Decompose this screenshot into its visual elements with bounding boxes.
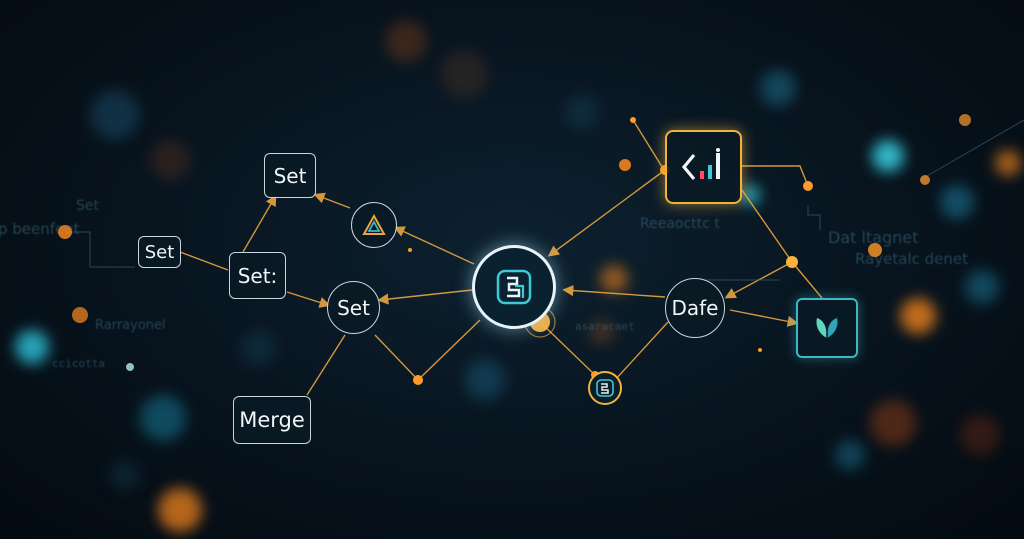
- connector-line: [374, 334, 419, 381]
- connector-line: [562, 285, 666, 298]
- junction-dot: [868, 243, 882, 257]
- connector-line: [742, 165, 809, 187]
- dafe-node[interactable]: Dafe: [665, 278, 725, 338]
- small-logo-icon: [596, 379, 614, 397]
- junction-dot: [408, 248, 412, 252]
- connector-line: [741, 189, 793, 263]
- junction-dot: [803, 181, 813, 191]
- connector-line: [377, 289, 473, 305]
- junction-dot: [58, 225, 72, 239]
- set-node-label: Set: [273, 163, 307, 188]
- connector-line: [791, 261, 823, 299]
- connector-line: [632, 119, 665, 171]
- set-node-left[interactable]: Set: [138, 236, 181, 268]
- junction-dot: [920, 175, 930, 185]
- background-line: [919, 119, 1024, 181]
- junction-dot: [786, 256, 798, 268]
- background-label: ccicotta: [52, 357, 105, 370]
- connector-line: [179, 251, 229, 271]
- set-node-center[interactable]: Set: [327, 281, 380, 334]
- junction-dot: [959, 114, 971, 126]
- background-label: asaracaet: [575, 320, 635, 333]
- junction-dot: [758, 348, 762, 352]
- background-line: [65, 231, 135, 268]
- set-node-top[interactable]: Set: [264, 153, 316, 198]
- code-chart-icon: [681, 148, 720, 181]
- junction-dot: [619, 159, 631, 171]
- connector-line: [614, 321, 669, 381]
- leaf-node[interactable]: [796, 298, 858, 358]
- triangle-node[interactable]: [351, 202, 397, 248]
- set-node-label: Set: [144, 241, 175, 263]
- background-label: Rayetalc denet: [855, 250, 969, 268]
- junction-dot: [630, 117, 636, 123]
- connector-line: [539, 321, 596, 376]
- background-label: Rarrayonel: [95, 318, 166, 333]
- connector-line: [729, 309, 799, 327]
- connector-line: [313, 192, 351, 209]
- triangle-logo-icon: [362, 214, 386, 235]
- background-line: [807, 205, 821, 230]
- leaf-logo-icon: [816, 318, 838, 338]
- connector-line: [417, 319, 481, 381]
- background-label: Reeaocttc t: [640, 216, 720, 232]
- junction-dot: [413, 375, 423, 385]
- background-label: Dat ltagnet: [828, 228, 919, 247]
- small-logo-node[interactable]: [588, 371, 622, 405]
- set-node-label: Set: [337, 295, 370, 320]
- hub-logo-icon: [496, 269, 532, 305]
- junction-dot: [126, 363, 134, 371]
- connector-line: [286, 291, 331, 308]
- hub-node[interactable]: [472, 245, 556, 329]
- code-node[interactable]: [665, 130, 742, 204]
- set-colon-node[interactable]: Set:: [229, 252, 286, 299]
- merge-node-label: Merge: [239, 408, 305, 432]
- dafe-node-label: Dafe: [671, 296, 719, 320]
- connector-line: [306, 334, 346, 396]
- junction-dot: [72, 307, 88, 323]
- set-node-label: Set:: [237, 263, 278, 288]
- connector-line: [547, 169, 666, 257]
- merge-node[interactable]: Merge: [233, 396, 311, 444]
- background-label: Set: [76, 198, 99, 214]
- connector-line: [393, 226, 475, 265]
- connector-line: [242, 194, 277, 253]
